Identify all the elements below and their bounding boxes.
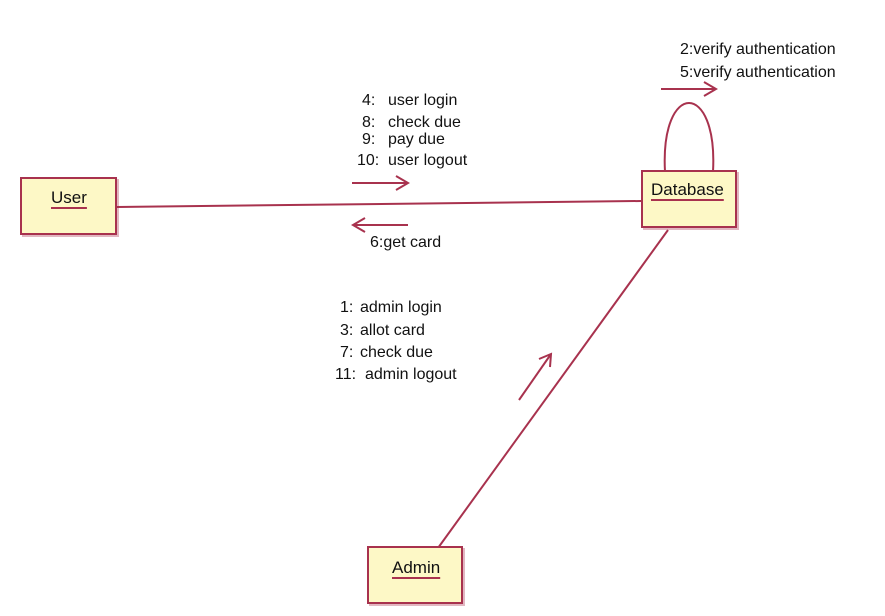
message-check-due-admin: 7: check due — [340, 343, 433, 362]
message-number: 8: — [362, 114, 376, 131]
message-text: user login — [388, 92, 458, 109]
message-number: 3: — [340, 322, 354, 339]
admin-object-name: Admin — [392, 558, 441, 577]
message-user-logout: 10: user logout — [357, 151, 467, 170]
message-db-self-2: 2:verify authentication — [680, 40, 836, 59]
message-text: check due — [388, 114, 461, 131]
message-number: 7: — [340, 344, 354, 361]
message-user-login: 4: user login — [362, 91, 457, 110]
message-text: verify authentication — [693, 64, 836, 81]
link-user-database — [116, 200, 642, 208]
self-link-database — [663, 102, 715, 173]
message-text: user logout — [388, 152, 468, 169]
user-object-name: User — [51, 188, 87, 207]
message-number: 11: — [335, 366, 357, 383]
message-text: verify authentication — [693, 41, 836, 58]
arrow-database-to-user — [351, 217, 408, 233]
message-number: 9: — [362, 131, 376, 148]
message-allot-card: 3: allot card — [340, 321, 425, 340]
message-text: admin logout — [365, 366, 457, 383]
message-admin-login: 1: admin login — [340, 298, 442, 317]
database-object[interactable]: Database — [641, 170, 737, 228]
database-object-name: Database — [651, 180, 724, 199]
arrow-database-self — [661, 81, 718, 97]
message-text: admin login — [360, 299, 442, 316]
message-db-self-5: 5:verify authentication — [680, 63, 836, 82]
message-number: 4: — [362, 92, 376, 109]
message-pay-due: 9: pay due — [362, 130, 445, 149]
admin-object[interactable]: Admin — [367, 546, 463, 604]
message-admin-logout: 11: admin logout — [335, 365, 457, 384]
arrow-user-to-database — [352, 175, 410, 191]
message-text: pay due — [388, 131, 445, 148]
link-admin-database — [437, 229, 669, 549]
message-number: 1: — [340, 299, 354, 316]
message-text: check due — [360, 344, 433, 361]
message-number: 2: — [680, 41, 694, 58]
message-number: 6: — [370, 234, 384, 251]
message-text: allot card — [360, 322, 425, 339]
message-get-card: 6:get card — [370, 233, 441, 252]
message-number: 5: — [680, 64, 694, 81]
message-check-due-user: 8: check due — [362, 113, 461, 132]
user-object[interactable]: User — [20, 177, 117, 235]
message-text: get card — [383, 234, 442, 251]
arrow-admin-to-database — [518, 352, 553, 401]
message-number: 10: — [357, 152, 380, 169]
